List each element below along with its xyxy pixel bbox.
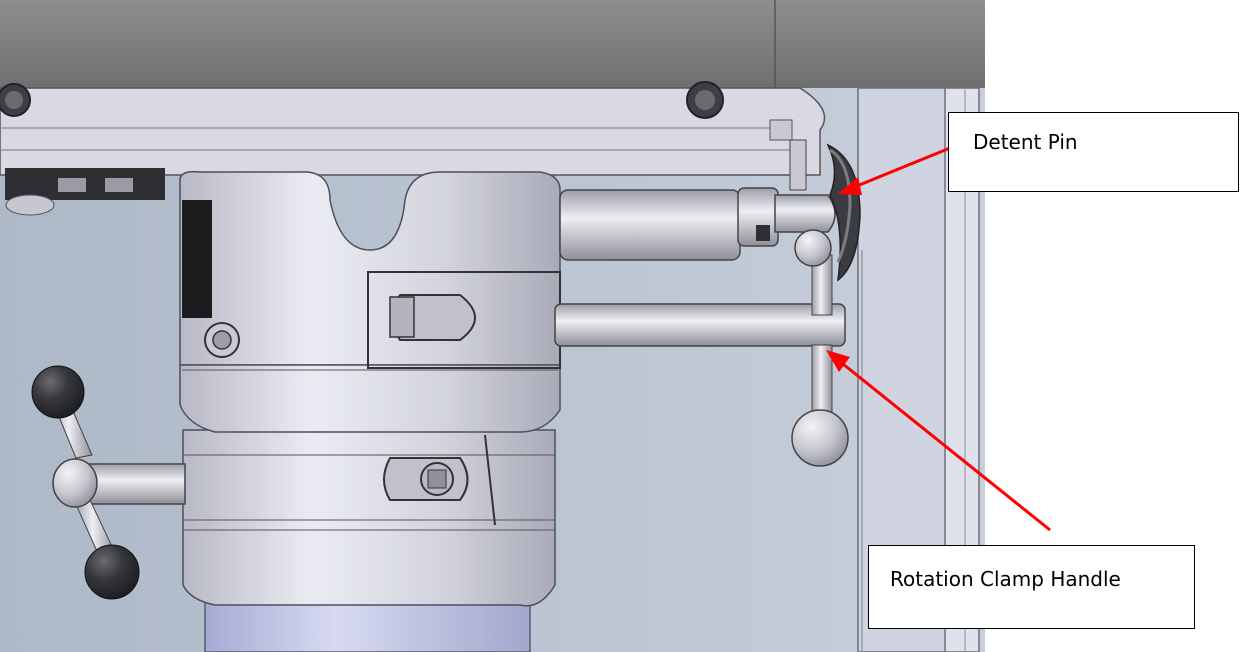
detent-housing [559,139,861,282]
detent-pin-arrow [851,146,951,190]
rotation-clamp-handle [554,229,849,467]
rotation-clamp-handle-callout: Rotation Clamp Handle [868,545,1195,629]
detent-pin-arrowhead [838,177,862,195]
rotation-clamp-arrow [837,358,1051,532]
rotation-clamp-handle-label: Rotation Clamp Handle [890,567,1121,591]
clamp-slot [367,271,561,526]
detent-pin-callout: Detent Pin [948,112,1239,192]
leader-arrows [826,146,1051,532]
head-casting [0,0,985,216]
detent-pin-label: Detent Pin [973,130,1078,154]
rotation-clamp-arrowhead [826,350,850,372]
feed-handles [31,365,186,600]
